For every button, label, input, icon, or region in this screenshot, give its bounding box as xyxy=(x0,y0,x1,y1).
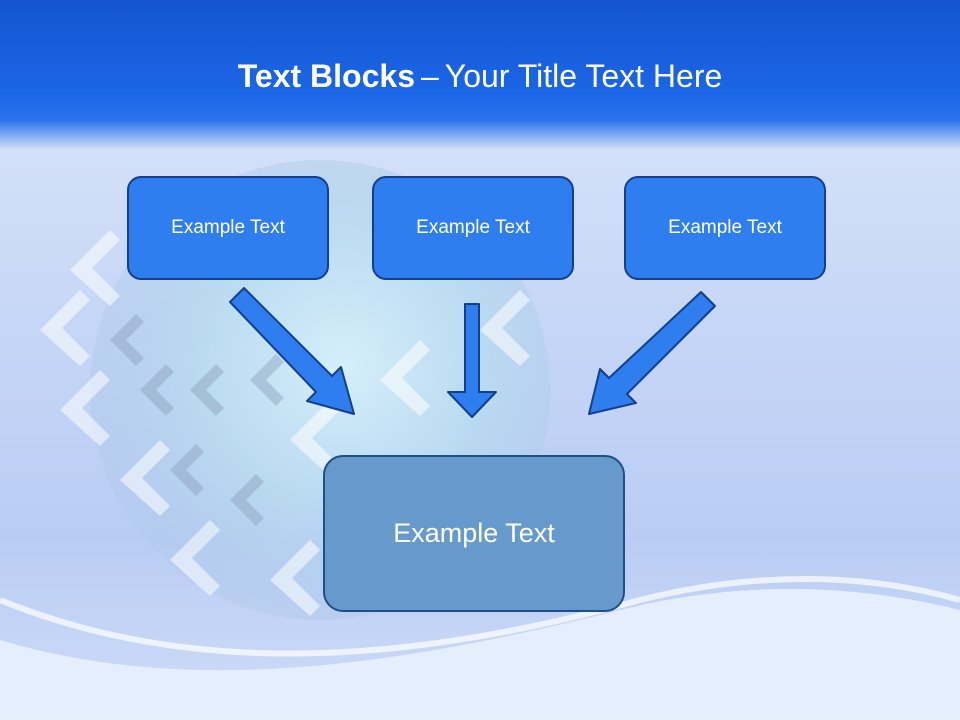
text-block-left-label: Example Text xyxy=(171,217,285,238)
text-block-center-label: Example Text xyxy=(393,518,555,548)
text-block-right-label: Example Text xyxy=(668,217,782,238)
text-block-left[interactable]: Example Text xyxy=(127,176,329,280)
title-bar xyxy=(0,0,960,150)
title-dash: – xyxy=(420,58,439,94)
arrow-right-to-center xyxy=(588,291,716,415)
arrow-left-to-center xyxy=(229,287,355,415)
title-rest-part: Your Title Text Here xyxy=(444,58,723,94)
text-block-middle[interactable]: Example Text xyxy=(372,176,574,280)
arrow-middle-to-center xyxy=(447,303,497,418)
text-block-center[interactable]: Example Text xyxy=(323,455,625,612)
text-block-right[interactable]: Example Text xyxy=(624,176,826,280)
slide-title: Text Blocks–Your Title Text Here xyxy=(0,56,960,96)
title-bold-part: Text Blocks xyxy=(237,58,415,94)
text-block-middle-label: Example Text xyxy=(416,217,530,238)
